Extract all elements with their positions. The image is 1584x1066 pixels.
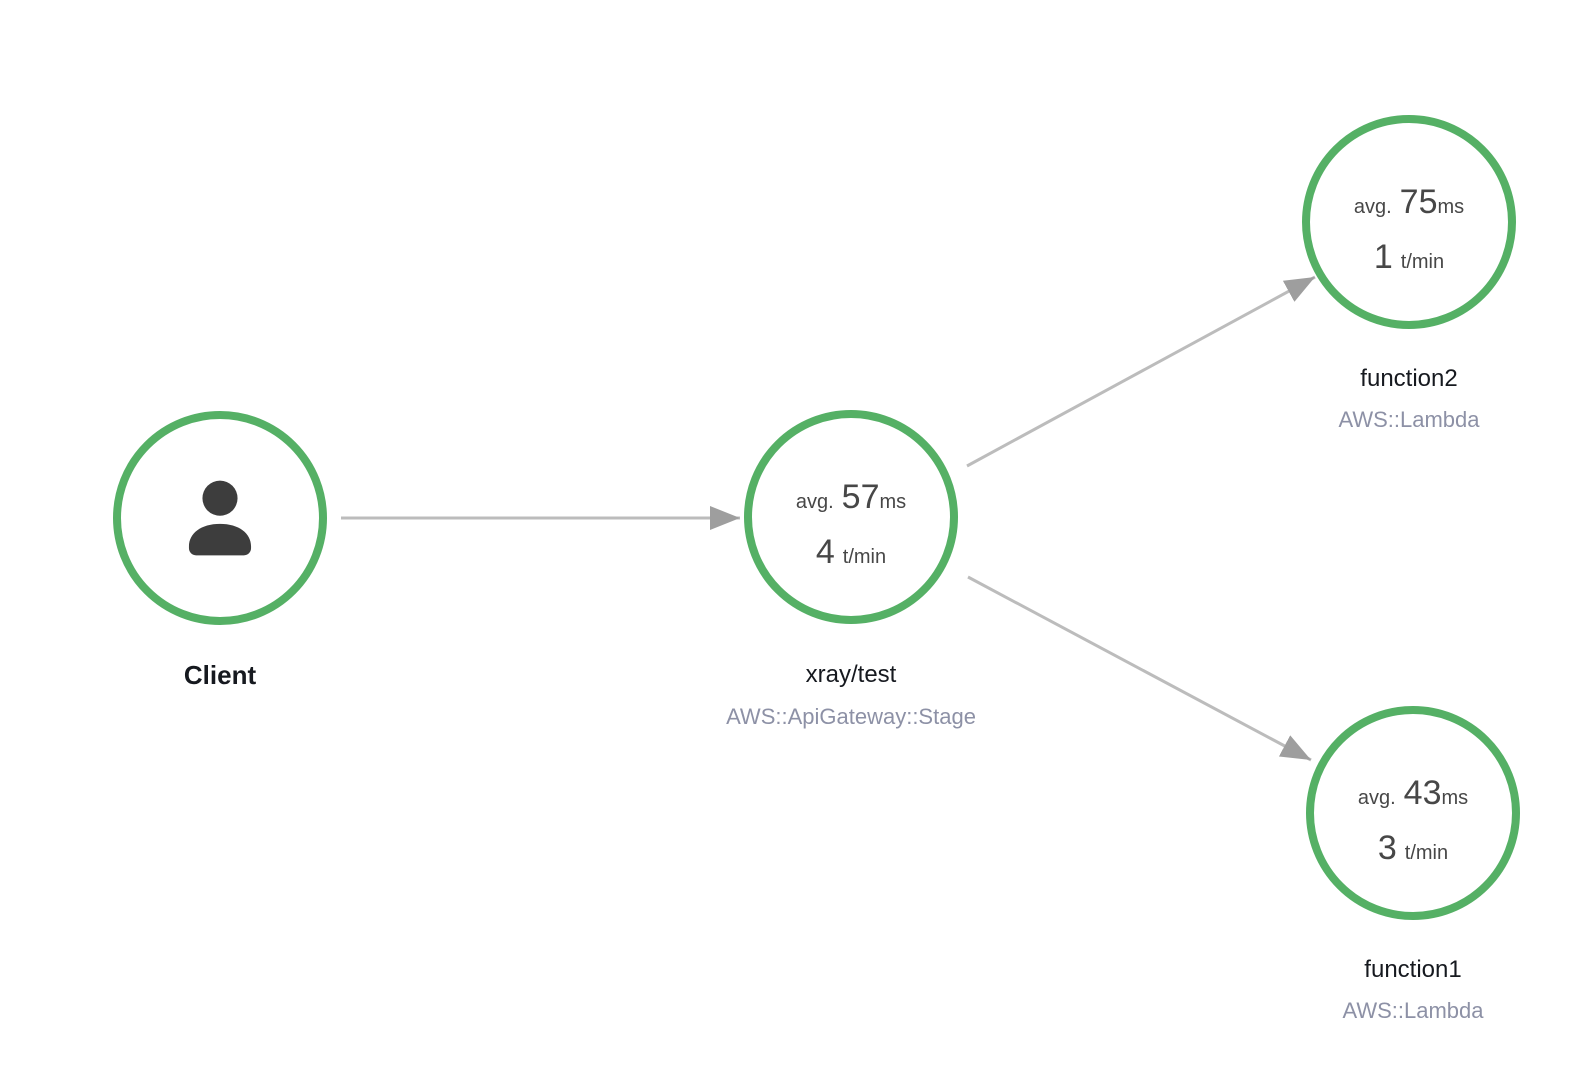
avg-label: avg. — [1353, 195, 1392, 218]
avg-value: 57 — [841, 477, 880, 516]
node-xray-test-label: xray/test — [805, 661, 897, 688]
person-icon — [188, 480, 252, 556]
rate-value: 3 — [1377, 828, 1397, 867]
avg-label: avg. — [1357, 786, 1396, 809]
avg-value: 75 — [1399, 182, 1438, 221]
rate-unit: t/min — [842, 545, 887, 568]
rate-row: 4 t/min — [816, 535, 886, 569]
avg-unit: ms — [879, 490, 907, 513]
rate-row: 3 t/min — [1378, 831, 1448, 865]
edge-xray-test-to-function1[interactable] — [967, 575, 1312, 762]
avg-unit: ms — [1441, 786, 1469, 809]
rate-unit: t/min — [1404, 841, 1449, 864]
node-client[interactable] — [113, 411, 327, 625]
node-function1-label: function1 — [1364, 956, 1462, 983]
node-function1-type: AWS::Lambda — [1342, 998, 1484, 1023]
avg-value: 43 — [1403, 773, 1442, 812]
node-function2-label: function2 — [1360, 365, 1458, 392]
avg-label: avg. — [795, 490, 834, 513]
node-function2-type: AWS::Lambda — [1338, 407, 1480, 432]
edge-xray-test-to-function2[interactable] — [966, 275, 1316, 468]
rate-value: 1 — [1373, 237, 1393, 276]
node-client-label: Client — [183, 660, 257, 690]
rate-unit: t/min — [1400, 250, 1445, 273]
rate-row: 1 t/min — [1374, 240, 1444, 274]
rate-value: 4 — [815, 532, 835, 571]
node-xray-test-type: AWS::ApiGateway::Stage — [726, 704, 976, 729]
avg-unit: ms — [1437, 195, 1465, 218]
